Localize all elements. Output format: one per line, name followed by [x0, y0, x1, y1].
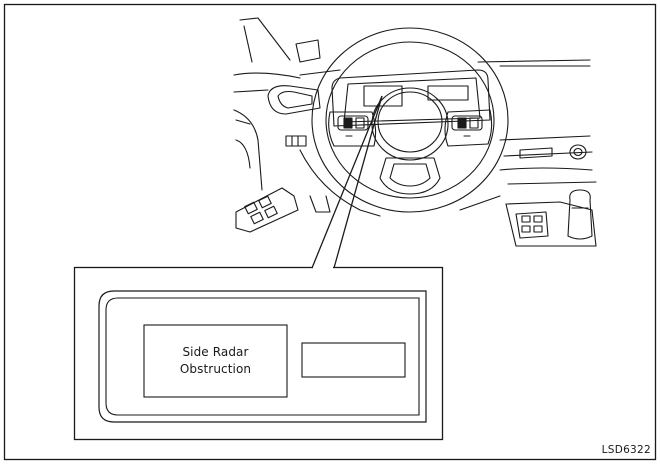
- center-console: [505, 201, 597, 247]
- steering-wheel-hub: [371, 87, 449, 161]
- wheel-spoke-lower: [379, 157, 441, 195]
- cluster-display-left: [363, 85, 403, 107]
- secondary-display-box: [301, 342, 406, 378]
- left-air-vent: [267, 85, 321, 115]
- wheel-spoke-left: [328, 111, 377, 147]
- left-switch-block: [285, 135, 307, 147]
- cockpit-drawing: [233, 17, 597, 247]
- right-spoke-buttons: [451, 115, 483, 131]
- warning-message-box: [143, 324, 288, 398]
- door-panel: [233, 109, 263, 191]
- cluster-display-right: [427, 85, 469, 101]
- right-dash-knob: [569, 144, 587, 160]
- gear-shifter: [567, 189, 593, 240]
- left-spoke-buttons: [337, 115, 369, 131]
- steering-wheel-rim: [311, 27, 509, 213]
- figure-code: LSD6322: [601, 444, 651, 456]
- window-switch-panel: [235, 187, 299, 233]
- dashboard-top-line: [299, 59, 591, 76]
- figure-frame: [3, 3, 657, 461]
- instrument-cluster: [331, 69, 491, 127]
- display-bezel-outer: [98, 290, 427, 423]
- wheel-spoke-right: [444, 109, 493, 147]
- warning-message-line-1: Side Radar: [182, 345, 249, 359]
- warning-message-line-2: Obstruction: [179, 362, 252, 376]
- callout-pointer: [311, 95, 383, 269]
- a-pillar: [239, 17, 291, 61]
- display-bezel-inner: [105, 297, 420, 416]
- right-dashboard: [499, 135, 593, 157]
- steering-column: [299, 149, 501, 217]
